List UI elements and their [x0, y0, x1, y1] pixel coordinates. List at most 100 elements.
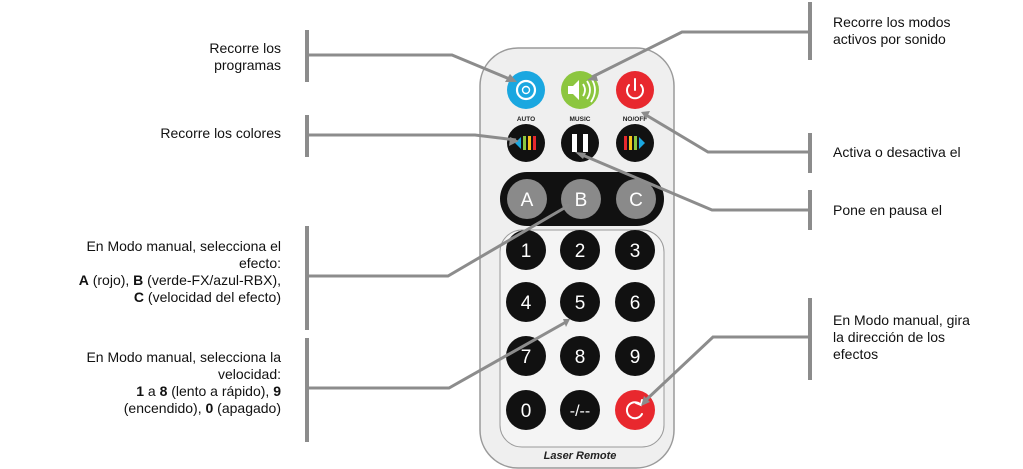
power-button[interactable] [616, 71, 654, 109]
key-4-label: 4 [521, 293, 532, 314]
auto-button[interactable] [507, 71, 545, 109]
manual-speed-k8: 8 [159, 383, 168, 399]
key-0[interactable]: 0 [506, 390, 546, 430]
color-prev-button[interactable] [507, 124, 545, 162]
key-7-label: 7 [521, 347, 532, 368]
bar-sound-modes [808, 2, 812, 60]
rotate-icon [625, 399, 643, 420]
annotation-direction: En Modo manual, gira la dirección de los… [833, 312, 1018, 363]
power-label: NO/OFF [623, 116, 648, 123]
key-3-label: 3 [630, 241, 641, 262]
manual-effect-a-text: (rojo), [88, 272, 134, 288]
key-dash-label: -/-- [570, 403, 590, 420]
speaker-icon [568, 77, 596, 103]
leader-direction [644, 335, 810, 402]
leader-colors [307, 133, 517, 142]
key-7[interactable]: 7 [506, 336, 546, 376]
key-dash[interactable]: -/-- [560, 390, 600, 430]
manual-effect-c-text: (velocidad del efecto) [144, 289, 281, 305]
annotation-manual-effect: En Modo manual, selecciona el efecto: A … [0, 238, 281, 306]
bar-programs [305, 30, 309, 82]
key-3[interactable]: 3 [615, 230, 655, 270]
bar-direction [808, 298, 812, 380]
key-8-label: 8 [575, 347, 586, 368]
annotation-sound-modes: Recorre los modos activos por sonido [833, 14, 1018, 48]
leader-manual-effect [307, 205, 567, 278]
pause-icon [572, 134, 588, 152]
leader-power [645, 113, 810, 154]
annotation-pause-line: Pone en pausa el [833, 202, 942, 218]
manual-speed-t3: (encendido), [123, 400, 206, 416]
auto-label: AUTO [517, 116, 535, 123]
manual-effect-b-text: (verde-FX/azul-RBX), [143, 272, 281, 288]
color-next-icon [624, 136, 645, 150]
annotation-pause: Pone en pausa el [833, 202, 1018, 219]
manual-speed-line4: (encendido), 0 (apagado) [0, 400, 281, 417]
annotation-sound-modes-line1: Recorre los modos [833, 14, 951, 30]
manual-speed-line3: 1 a 8 (lento a rápido), 9 [0, 383, 281, 400]
manual-effect-line4: C (velocidad del efecto) [0, 289, 281, 306]
bar-pause [808, 190, 812, 230]
key-9[interactable]: 9 [615, 336, 655, 376]
key-6[interactable]: 6 [615, 282, 655, 322]
b-button[interactable]: B [561, 179, 601, 219]
c-button-label: C [629, 190, 643, 211]
brand-label: Laser Remote [544, 450, 617, 462]
annotation-sound-modes-line2: activos por sonido [833, 31, 946, 47]
pause-button[interactable] [561, 124, 599, 162]
color-prev-icon [515, 136, 536, 150]
a-button-label: A [521, 190, 534, 211]
key-9-label: 9 [630, 347, 641, 368]
manual-effect-b-key: B [133, 272, 144, 288]
manual-effect-a-key: A [78, 272, 89, 288]
manual-speed-k9: 9 [273, 383, 281, 399]
key-2-label: 2 [575, 241, 586, 262]
color-next-button[interactable] [616, 124, 654, 162]
key-5[interactable]: 5 [560, 282, 600, 322]
annotation-programs-line2: programas [214, 57, 281, 73]
manual-effect-line2: efecto: [238, 255, 281, 271]
annotation-programs: Recorre los programas [81, 40, 281, 74]
bar-manual-speed [305, 338, 309, 442]
manual-speed-t4: (apagado) [213, 400, 281, 416]
annotation-colors: Recorre los colores [61, 125, 281, 142]
leader-pause [579, 152, 810, 212]
annotation-direction-line1: En Modo manual, gira [833, 312, 970, 328]
key-4[interactable]: 4 [506, 282, 546, 322]
auto-icon [515, 79, 537, 101]
annotation-colors-line: Recorre los colores [160, 125, 281, 141]
annotation-programs-line1: Recorre los [209, 40, 281, 56]
manual-speed-line2: velocidad: [217, 366, 281, 382]
key-0-label: 0 [521, 401, 532, 422]
leader-manual-speed [307, 320, 567, 390]
key-5-label: 5 [575, 293, 586, 314]
annotation-direction-line3: efectos [833, 346, 879, 362]
key-8[interactable]: 8 [560, 336, 600, 376]
leader-lines [307, 30, 810, 402]
key-2[interactable]: 2 [560, 230, 600, 270]
leader-programs [307, 53, 513, 82]
a-button[interactable]: A [507, 179, 547, 219]
c-button[interactable]: C [616, 179, 656, 219]
annotation-direction-line2: la dirección de los [833, 329, 946, 345]
music-label: MUSIC [570, 116, 591, 123]
music-button[interactable] [561, 71, 599, 109]
key-6-label: 6 [630, 293, 641, 314]
b-button-label: B [575, 190, 588, 211]
bar-power [808, 133, 812, 173]
leader-arrowheads [505, 74, 650, 406]
power-icon [626, 78, 644, 100]
annotation-power: Activa o desactiva el [833, 144, 1018, 161]
manual-effect-line1: En Modo manual, selecciona el [86, 238, 281, 254]
manual-effect-line3: A (rojo), B (verde-FX/azul-RBX), [0, 272, 281, 289]
manual-speed-line1: En Modo manual, selecciona la [86, 349, 281, 365]
annotation-manual-speed: En Modo manual, selecciona la velocidad:… [0, 349, 281, 417]
manual-speed-k0: 0 [205, 400, 214, 416]
annotation-power-line: Activa o desactiva el [833, 144, 961, 160]
key-1-label: 1 [521, 241, 532, 262]
manual-speed-t2: (lento a rápido), [167, 383, 274, 399]
bar-colors [305, 115, 309, 157]
manual-speed-t1: a [143, 383, 160, 399]
key-1[interactable]: 1 [506, 230, 546, 270]
